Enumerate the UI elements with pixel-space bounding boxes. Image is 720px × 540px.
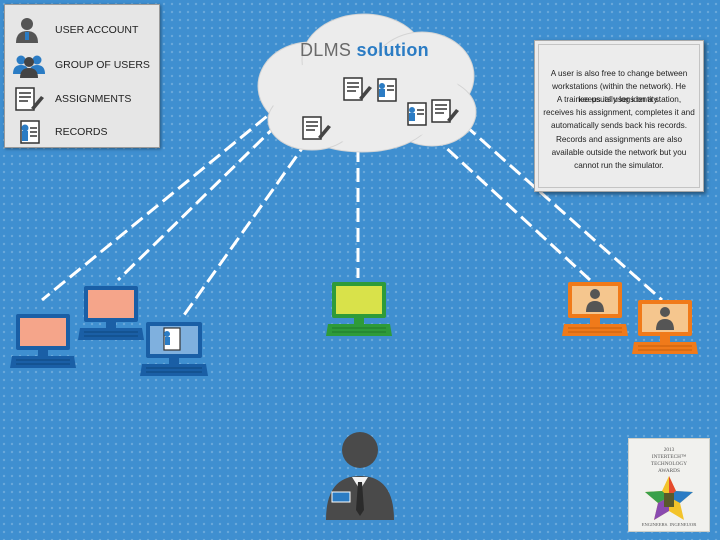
info-text-trainee: A trainee usually logs on a station, rec… bbox=[543, 95, 695, 130]
users-group-icon bbox=[13, 55, 45, 78]
workstation-pink-2 bbox=[78, 286, 144, 340]
technology-award-badge: 2013 INTERTECH™ TECHNOLOGY AWARDS ENGINE… bbox=[628, 438, 710, 532]
award-line2: TECHNOLOGY bbox=[650, 461, 688, 467]
legend-label: GROUP OF USERS bbox=[55, 59, 150, 71]
legend-panel: USER ACCOUNT GROUP OF USERS ASSIGNMENTS bbox=[4, 4, 160, 148]
workstation-orange-1 bbox=[562, 282, 628, 336]
legend-item-group-of-users: GROUP OF USERS bbox=[5, 50, 159, 80]
workstation-green bbox=[326, 282, 392, 336]
award-year: 2013 bbox=[663, 447, 675, 453]
trainee-person-icon bbox=[326, 432, 394, 520]
user-icon bbox=[16, 18, 38, 43]
legend-label: RECORDS bbox=[55, 126, 108, 138]
star-logo-icon bbox=[645, 476, 693, 520]
user-icon bbox=[656, 307, 674, 330]
legend-label: USER ACCOUNT bbox=[55, 24, 139, 36]
cloud-record-assignment-icons bbox=[407, 99, 459, 126]
award-footer: ENGINEERS. INGENEUOR bbox=[641, 522, 697, 527]
record-icon bbox=[407, 102, 427, 126]
assignment-icon bbox=[343, 77, 372, 101]
connection-line bbox=[449, 110, 663, 302]
connection-line bbox=[116, 108, 294, 282]
assignment-icon bbox=[431, 99, 459, 123]
cloud-assignment-icon bbox=[302, 116, 331, 140]
record-icon bbox=[20, 120, 40, 144]
cloud-assignment-record-icons bbox=[343, 77, 397, 102]
legend-item-user-account: USER ACCOUNT bbox=[5, 15, 159, 45]
user-icon bbox=[586, 289, 604, 312]
record-icon bbox=[163, 327, 181, 351]
cloud-title-part1: DLMS bbox=[300, 40, 352, 60]
info-box: A user is also free to change between wo… bbox=[534, 40, 704, 192]
legend-label: ASSIGNMENTS bbox=[55, 93, 132, 105]
info-text-records: Records and assignments are also availab… bbox=[551, 135, 687, 170]
connection-line bbox=[41, 102, 283, 302]
workstation-pink-1 bbox=[10, 314, 76, 368]
cloud-title-part2: solution bbox=[356, 40, 429, 60]
connection-line bbox=[180, 139, 310, 319]
award-line3: AWARDS bbox=[658, 468, 680, 474]
info-box-border bbox=[538, 44, 700, 188]
record-icon bbox=[377, 78, 397, 102]
award-line1: INTERTECH™ bbox=[651, 454, 687, 460]
workstation-with-record bbox=[140, 322, 208, 376]
assignment-icon bbox=[15, 87, 44, 111]
cloud-title: DLMS solution bbox=[300, 40, 429, 61]
legend-item-records: RECORDS bbox=[5, 117, 159, 147]
workstation-orange-2 bbox=[632, 300, 698, 354]
info-text-workstations: A user is also free to change between wo… bbox=[550, 69, 688, 104]
legend-item-assignments: ASSIGNMENTS bbox=[5, 84, 159, 114]
